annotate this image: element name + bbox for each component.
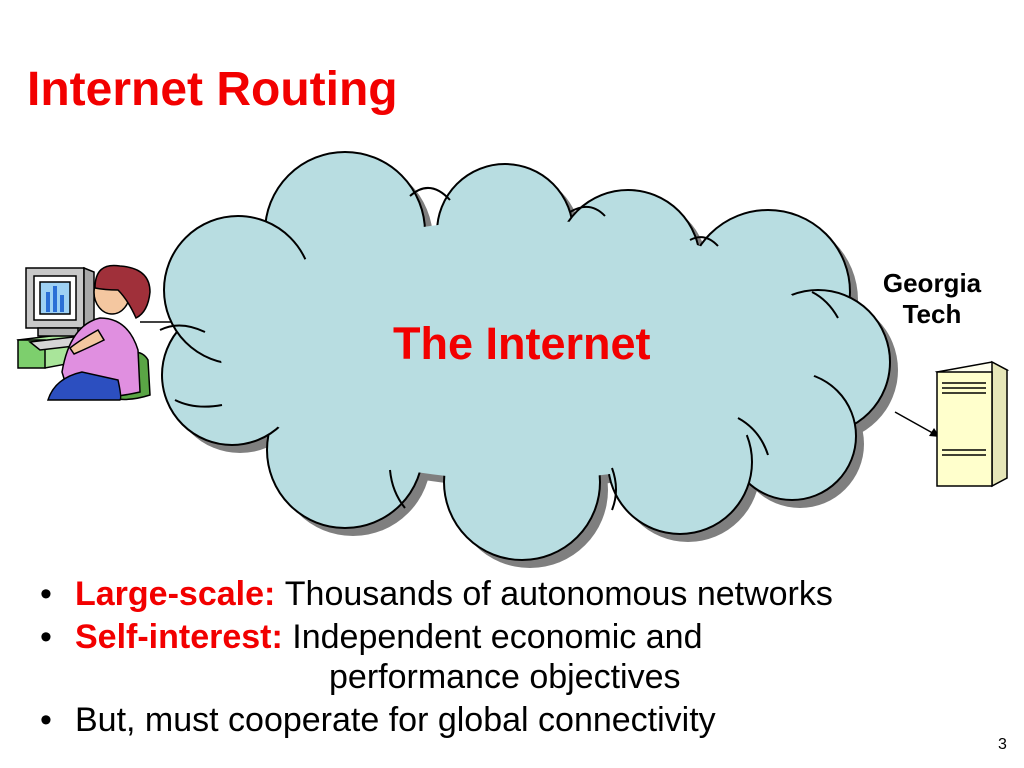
bullet-dot: • <box>40 618 52 656</box>
bullet-term: Large-scale: <box>75 575 285 613</box>
destination-label: Georgia Tech <box>872 268 992 330</box>
destination-label-line2: Tech <box>902 299 962 329</box>
bullet-continuation: performance objectives <box>329 658 681 696</box>
cloud-label: The Internet <box>393 318 651 369</box>
user-at-computer-icon <box>16 264 151 401</box>
destination-label-line1: Georgia <box>882 268 982 298</box>
bullet-list: • Large-scale: Thousands of autonomous n… <box>40 574 833 743</box>
bullet-item: • Self-interest: Independent economic an… <box>40 617 833 697</box>
bullet-dot: • <box>40 701 52 739</box>
bullet-term: Self-interest: <box>75 618 293 656</box>
page-number: 3 <box>998 736 1007 753</box>
bullet-text: Independent economic and <box>292 618 703 656</box>
bullet-dot: • <box>40 575 52 613</box>
bullet-text: But, must cooperate for global connectiv… <box>75 701 716 739</box>
bullet-text: Thousands of autonomous networks <box>284 575 833 613</box>
cloud-creases <box>159 187 839 511</box>
bullet-item: • Large-scale: Thousands of autonomous n… <box>40 574 833 614</box>
cloud-fill <box>220 220 820 480</box>
server-link-line <box>894 411 939 437</box>
georgia-tech-server <box>934 360 1010 488</box>
bullet-item: • But, must cooperate for global connect… <box>40 700 833 740</box>
slide-title: Internet Routing <box>27 63 398 116</box>
